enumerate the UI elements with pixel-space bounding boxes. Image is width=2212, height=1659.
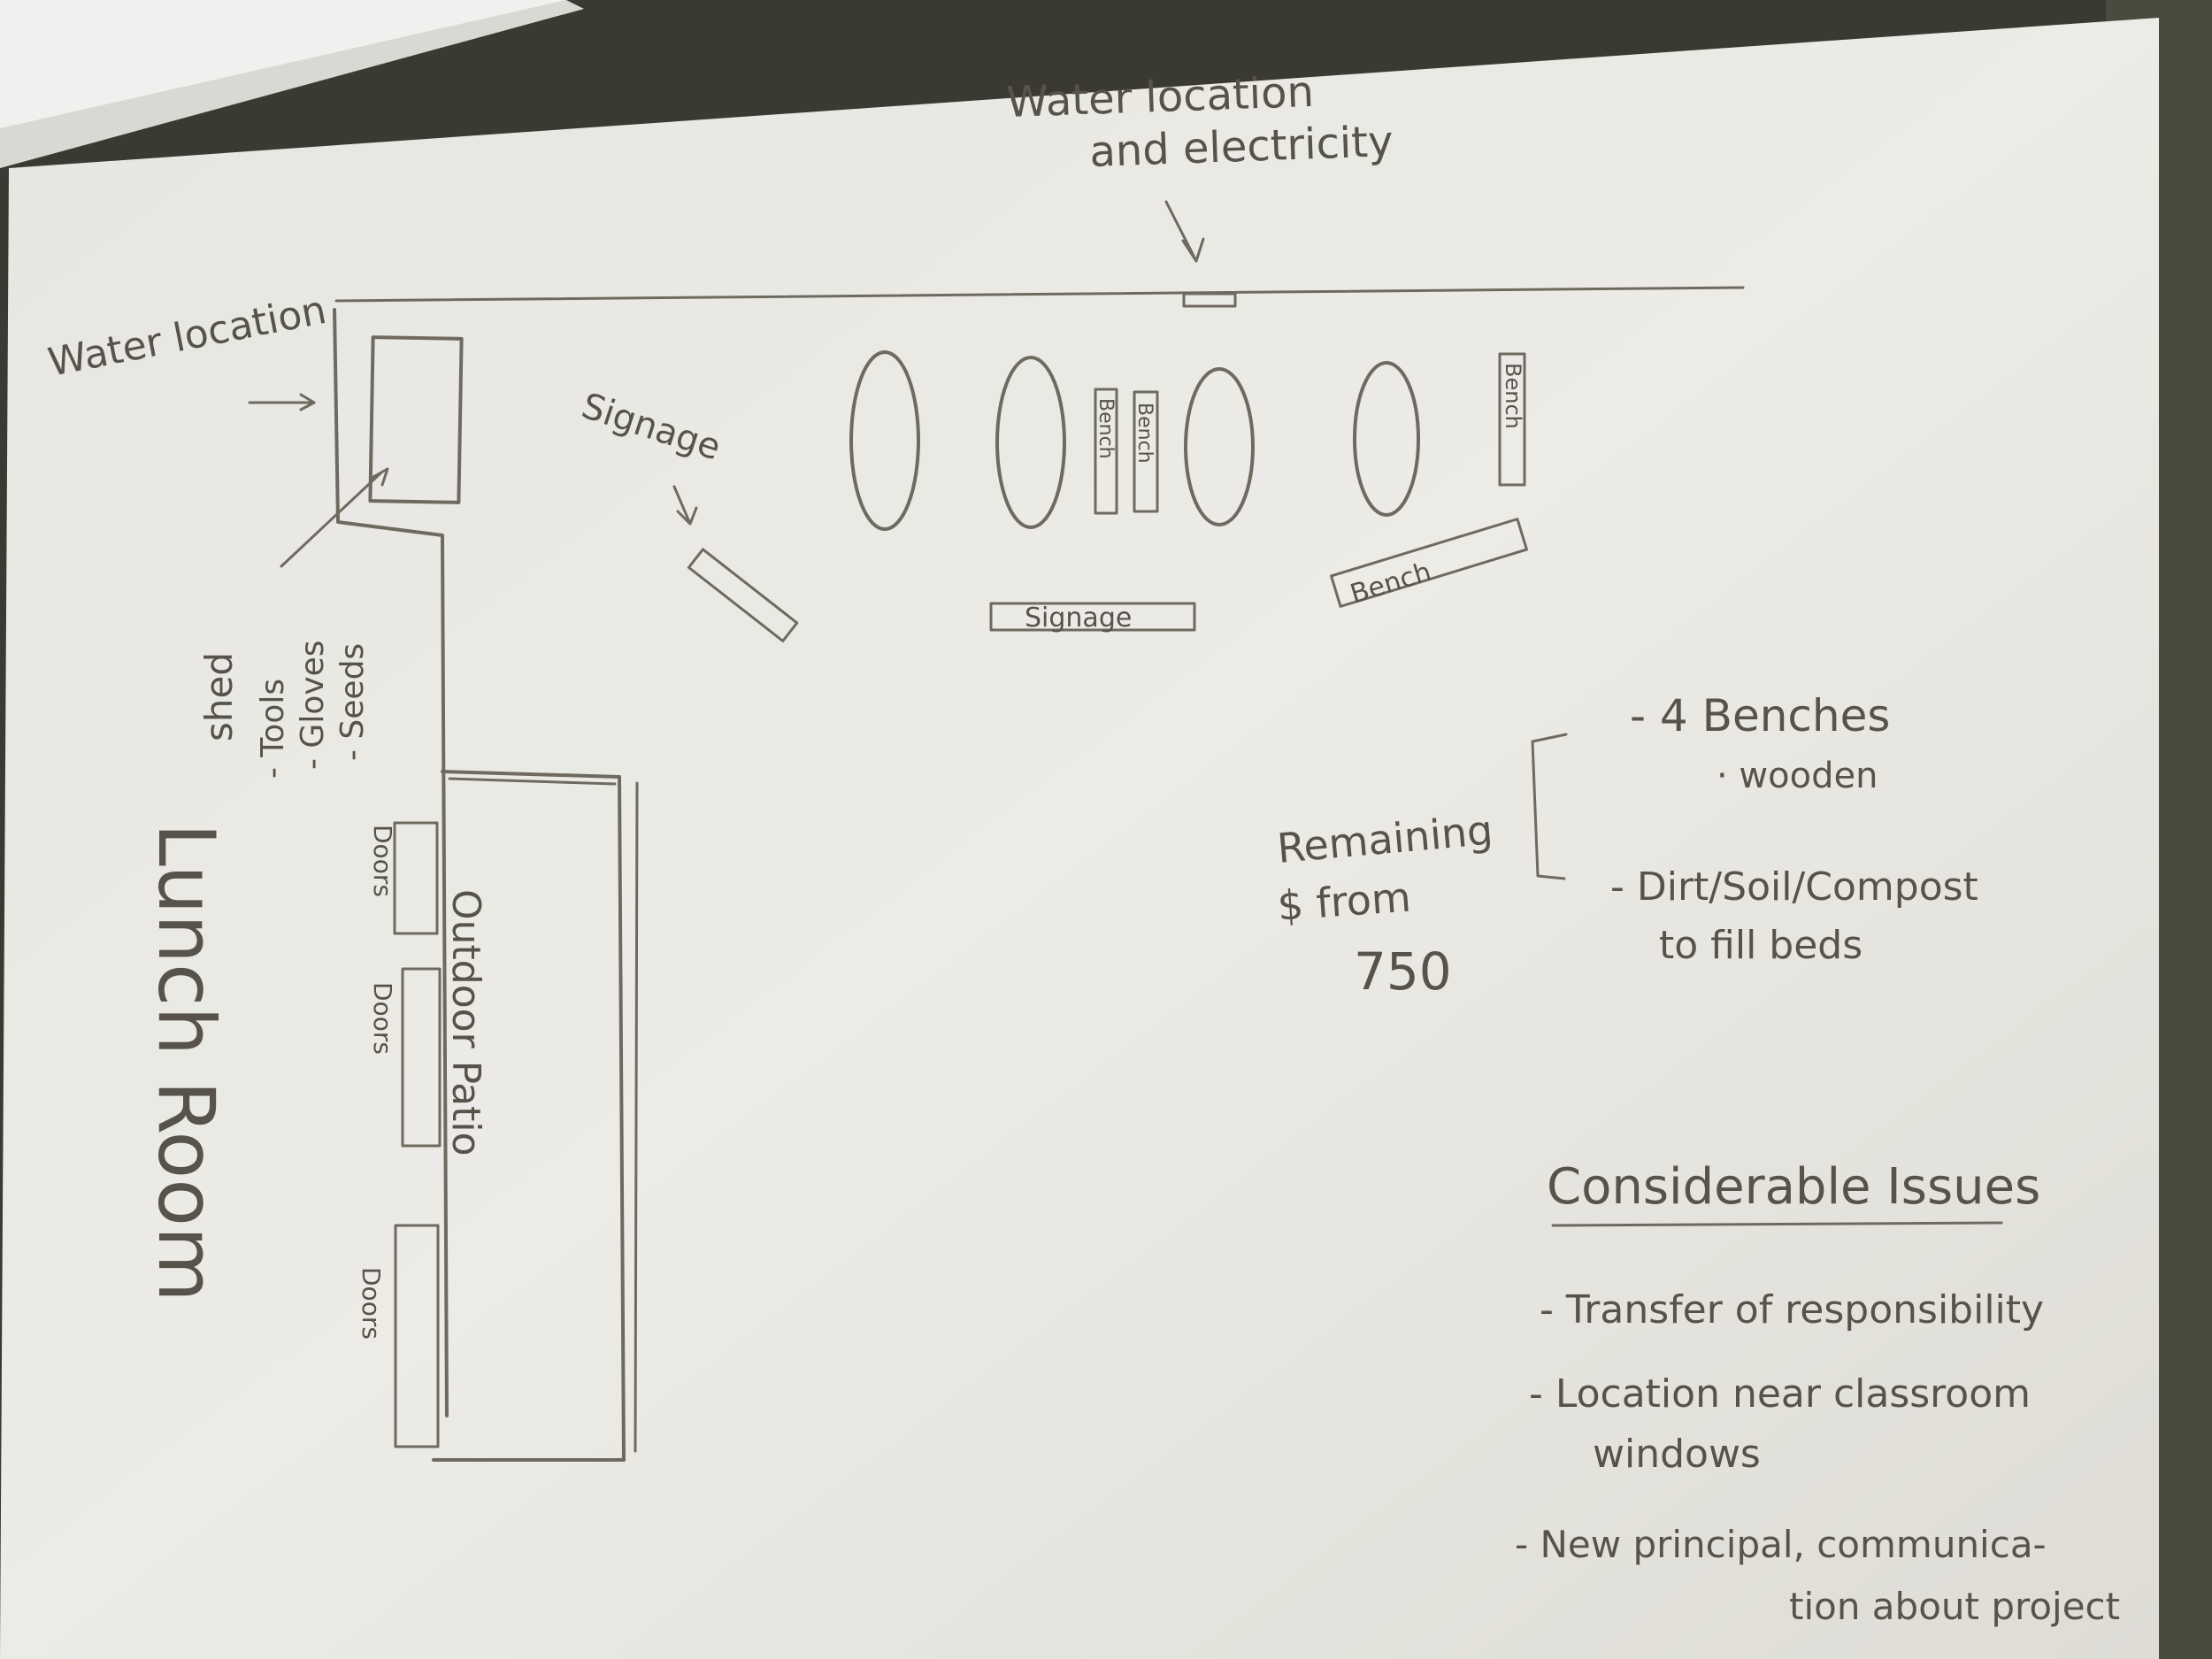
budget-bracket (1531, 733, 1568, 880)
shed-seeds-label: - Seeds (334, 643, 371, 761)
water-electricity-label-2: and electricity (1088, 117, 1394, 177)
shed-diagonal-arrow (280, 467, 389, 568)
issue-principal-1: - New principal, communica- (1515, 1523, 2047, 1566)
shed (368, 335, 464, 504)
budget-remaining-label-2: $ from (1276, 873, 1412, 930)
garden-bed-1 (849, 350, 920, 531)
issue-transfer-responsibility: - Transfer of responsibility (1540, 1287, 2044, 1333)
bench-vertical-3 (1498, 352, 1526, 487)
bench-vertical-2 (1133, 390, 1159, 513)
issue-location-1: - Location near classroom (1529, 1371, 2031, 1417)
outdoor-patio (432, 770, 626, 1462)
budget-item-soil-2: to fill beds (1659, 923, 1863, 968)
garden-bed-3 (1184, 367, 1255, 526)
doors-1-label: Doors (368, 825, 397, 897)
doors-3-frame (394, 1224, 440, 1448)
arrow-right-icon (248, 393, 316, 411)
arrow-down-icon (1164, 200, 1205, 263)
bench-vertical-2-label: Bench (1133, 403, 1156, 464)
lunch-room-label: Lunch Room (141, 823, 232, 1302)
bench-vertical-1-label: Bench (1094, 398, 1117, 459)
signage-diagonal (687, 548, 799, 642)
doors-2-frame (401, 967, 442, 1148)
shed-tools-label: - Tools (255, 679, 291, 779)
budget-item-benches: - 4 Benches (1630, 690, 1890, 741)
paper-sheet (0, 18, 2159, 1659)
water-electricity-box (1182, 292, 1237, 308)
signage-box (989, 602, 1196, 632)
garden-bed-2 (995, 356, 1066, 529)
outdoor-patio-label: Outdoor Patio (443, 889, 488, 1156)
outdoor-patio-edge (448, 777, 639, 1453)
paper-corner-shadow (0, 0, 584, 168)
doors-2-label: Doors (368, 982, 397, 1055)
shed-gloves-label: - Gloves (295, 640, 331, 770)
issue-principal-2: tion about project (1789, 1585, 2120, 1628)
issues-heading: Considerable Issues (1547, 1158, 2040, 1216)
doors-1-frame (393, 821, 439, 935)
budget-item-benches-detail: · wooden (1717, 756, 1878, 796)
garden-bed-4 (1353, 361, 1420, 517)
arrow-down-icon-signage (672, 485, 698, 526)
signage-box-label: Signage (1025, 603, 1132, 634)
doors-3-label: Doors (357, 1267, 386, 1340)
budget-item-soil-1: - Dirt/Soil/Compost (1610, 864, 1978, 910)
property-line (334, 286, 1745, 303)
issues-heading-underline (1551, 1221, 2003, 1227)
issue-location-2: windows (1593, 1432, 1761, 1477)
water-electricity-label-1: Water location (1005, 67, 1314, 127)
bench-horizontal (1330, 518, 1528, 608)
bench-vertical-1 (1094, 388, 1118, 515)
bench-vertical-3-label: Bench (1501, 363, 1525, 429)
budget-amount: 750 (1354, 941, 1452, 1002)
building-wall (333, 308, 449, 1417)
shed-label: shed (197, 652, 241, 741)
